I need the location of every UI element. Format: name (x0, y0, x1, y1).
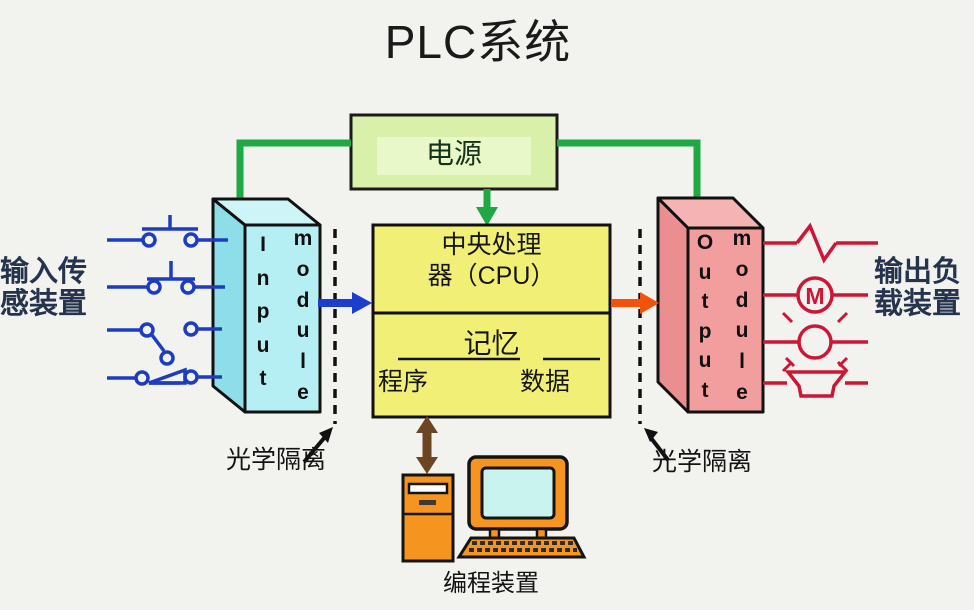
output-devices-label-line1: 输出负 (874, 256, 962, 288)
power-supply-box (349, 113, 559, 191)
isolation-pointer-left (302, 435, 327, 464)
cpu-to-output-arrow (611, 292, 659, 314)
cpu-label-line2: 器（CPU） (427, 262, 556, 291)
input-to-cpu-arrow (318, 292, 372, 314)
orange-arrowhead-icon (640, 292, 659, 314)
floppy-slot-icon (407, 482, 449, 495)
memory-title: 记忆 (463, 328, 520, 359)
keyboard-icon (456, 536, 587, 559)
output-module-box (656, 196, 765, 414)
power-arrows (236, 139, 701, 210)
output-load-symbols (763, 222, 878, 398)
isolation-pointer-right (649, 436, 670, 462)
output-module-side-face (656, 196, 690, 414)
drive-slot-icon (419, 500, 436, 505)
input-module-front-face (243, 223, 322, 414)
programming-device-label: 编程装置 (443, 570, 539, 597)
power-arrowhead-center-icon (476, 207, 498, 226)
pushbutton-no-contact-icon (107, 215, 228, 248)
brown-arrowhead-down-icon (416, 457, 438, 474)
memory-program-label: 程序 (378, 368, 429, 396)
blue-arrowhead-icon (352, 292, 372, 314)
output-module-front-face (686, 226, 765, 414)
input-devices-label: 输入传 感装置 (0, 256, 104, 321)
memory-data-label: 数据 (520, 368, 571, 396)
power-line-left (236, 139, 351, 203)
page-title: PLC系统 (384, 16, 572, 68)
memory-to-programmer-arrow (416, 416, 438, 474)
lamp-icon (763, 311, 868, 373)
output-devices-label-line2: 载装置 (874, 288, 962, 321)
input-module-side-face (211, 197, 247, 414)
heater-zigzag-icon (763, 222, 878, 264)
isolation-label-right: 光学隔离 (652, 448, 753, 476)
input-sensor-symbols (107, 215, 228, 386)
cpu-label-line1: 中央处理 (441, 231, 542, 259)
isolation-pointer-arrows (302, 427, 670, 464)
monitor-screen-icon (480, 466, 556, 520)
input-devices-label-line1: 输入传 (0, 256, 88, 288)
motor-icon (763, 276, 868, 314)
brown-arrowhead-up-icon (416, 416, 438, 433)
motor-letter: M (805, 283, 824, 309)
power-box-label: 电源 (425, 138, 482, 169)
horn-icon (763, 356, 868, 398)
cpu-box-rect (371, 223, 612, 419)
horn-rays-icon (784, 356, 849, 368)
input-module-box (211, 197, 322, 414)
isolation-pointer-right-head-icon (644, 428, 658, 442)
isolation-pointer-left-head-icon (319, 427, 333, 443)
power-line-right (557, 139, 701, 203)
isolation-label-left: 光学隔离 (226, 446, 327, 474)
output-devices-label: 输出负 载装置 (874, 256, 974, 321)
cpu-box-label: 中央处理 器（CPU） (373, 230, 610, 293)
power-box-highlight (377, 137, 531, 175)
isolation-dashed-lines (333, 229, 642, 424)
pushbutton-nc-contact-icon (107, 261, 225, 295)
knife-switch-icon (107, 367, 222, 386)
programming-device-icon (401, 455, 587, 563)
limit-switch-icon (107, 321, 222, 366)
input-devices-label-line2: 感装置 (0, 288, 88, 321)
cpu-memory-box (371, 223, 612, 419)
